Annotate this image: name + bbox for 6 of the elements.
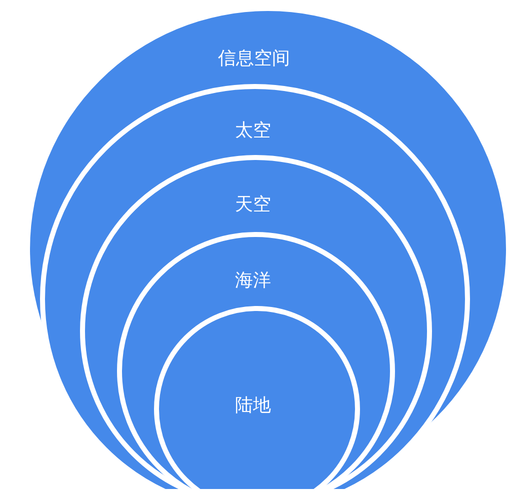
layer-label: 陆地 <box>235 395 271 417</box>
layer-label: 天空 <box>235 194 271 216</box>
layer-label: 信息空间 <box>218 48 290 70</box>
layer-label: 海洋 <box>235 270 271 292</box>
layer-label: 太空 <box>235 120 271 142</box>
nested-circle <box>30 11 506 487</box>
